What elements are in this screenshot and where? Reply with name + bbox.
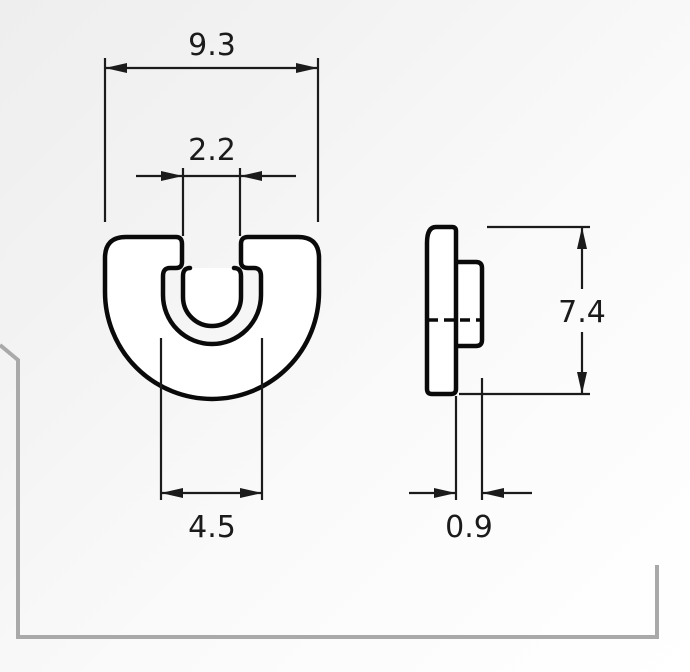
arrowhead-slot-left bbox=[161, 171, 183, 181]
part-outer-outline bbox=[102, 234, 322, 402]
dimension-inner-width: 4.5 bbox=[188, 510, 236, 545]
arrowhead-right bbox=[296, 63, 318, 73]
dimension-overall-width: 9.3 bbox=[188, 28, 236, 63]
dimension-thickness: 0.9 bbox=[445, 510, 493, 545]
dimension-height: 7.4 bbox=[558, 295, 606, 330]
side-view: 7.4 0.9 bbox=[409, 224, 606, 545]
arrowhead-height-bottom bbox=[577, 372, 587, 394]
arrowhead-inner-left bbox=[161, 488, 183, 498]
sheet-border bbox=[0, 343, 659, 639]
dimension-slot-width: 2.2 bbox=[188, 133, 236, 168]
side-boss-outline bbox=[451, 259, 485, 349]
side-plate-outline bbox=[424, 224, 459, 397]
part-inner-slot bbox=[180, 265, 244, 329]
arrowhead-left bbox=[105, 63, 127, 73]
front-view: 9.3 2.2 4.5 bbox=[102, 28, 322, 545]
arrowhead-thickness-right bbox=[482, 488, 504, 498]
arrowhead-height-top bbox=[577, 227, 587, 249]
arrowhead-thickness-left bbox=[434, 488, 456, 498]
arrowhead-slot-right bbox=[240, 171, 262, 181]
arrowhead-inner-right bbox=[240, 488, 262, 498]
